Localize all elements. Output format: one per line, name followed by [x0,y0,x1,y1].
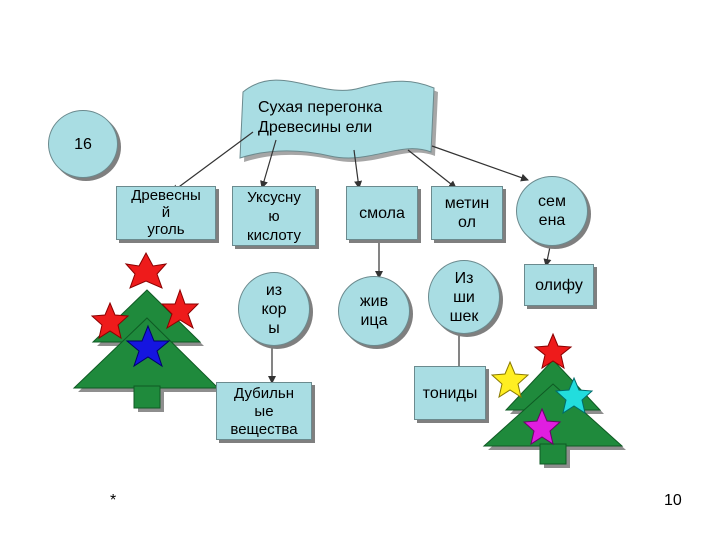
star-icon [490,360,530,399]
arrow-to-charcoal [171,131,254,193]
star-icon [554,376,594,415]
christmas-tree-left [72,251,222,412]
arrow-to-methanol [407,149,457,189]
star-icon [90,301,130,340]
arrow-to-resin [353,149,363,189]
node-tannins: Дубильн ые вещества [216,382,312,440]
star-icon [160,288,200,330]
star-icon [125,324,171,368]
node-gum: жив ица [338,276,410,346]
star-icon [533,332,573,370]
node-seeds: сем ена [516,176,588,246]
node-resin: смола [346,186,418,240]
star-icon [124,251,168,289]
arrow-seeds-to-oil [543,241,552,267]
node-methanol: метин ол [431,186,503,240]
page-number: 10 [664,492,682,509]
node-acetic-acid: Уксусну ю кислоту [232,186,316,246]
arrow-to-acetic-acid [260,139,277,189]
node-drying-oil: олифу [524,264,594,306]
title-banner [239,79,435,159]
node-tonids: тониды [414,366,486,420]
arrow-to-seeds [431,145,529,182]
christmas-tree-right [482,332,626,468]
node-charcoal: Древесны й уголь [116,186,216,240]
node-from-cones: Из ши шек [428,260,500,334]
connector-lines [171,131,552,384]
title-banner-text: Сухая перегонка Древесины ели [258,99,383,136]
node-from-bark: из кор ы [238,272,310,346]
star-icon [522,407,562,446]
footer-star: * [110,492,117,509]
number-badge: 16 [48,110,118,178]
